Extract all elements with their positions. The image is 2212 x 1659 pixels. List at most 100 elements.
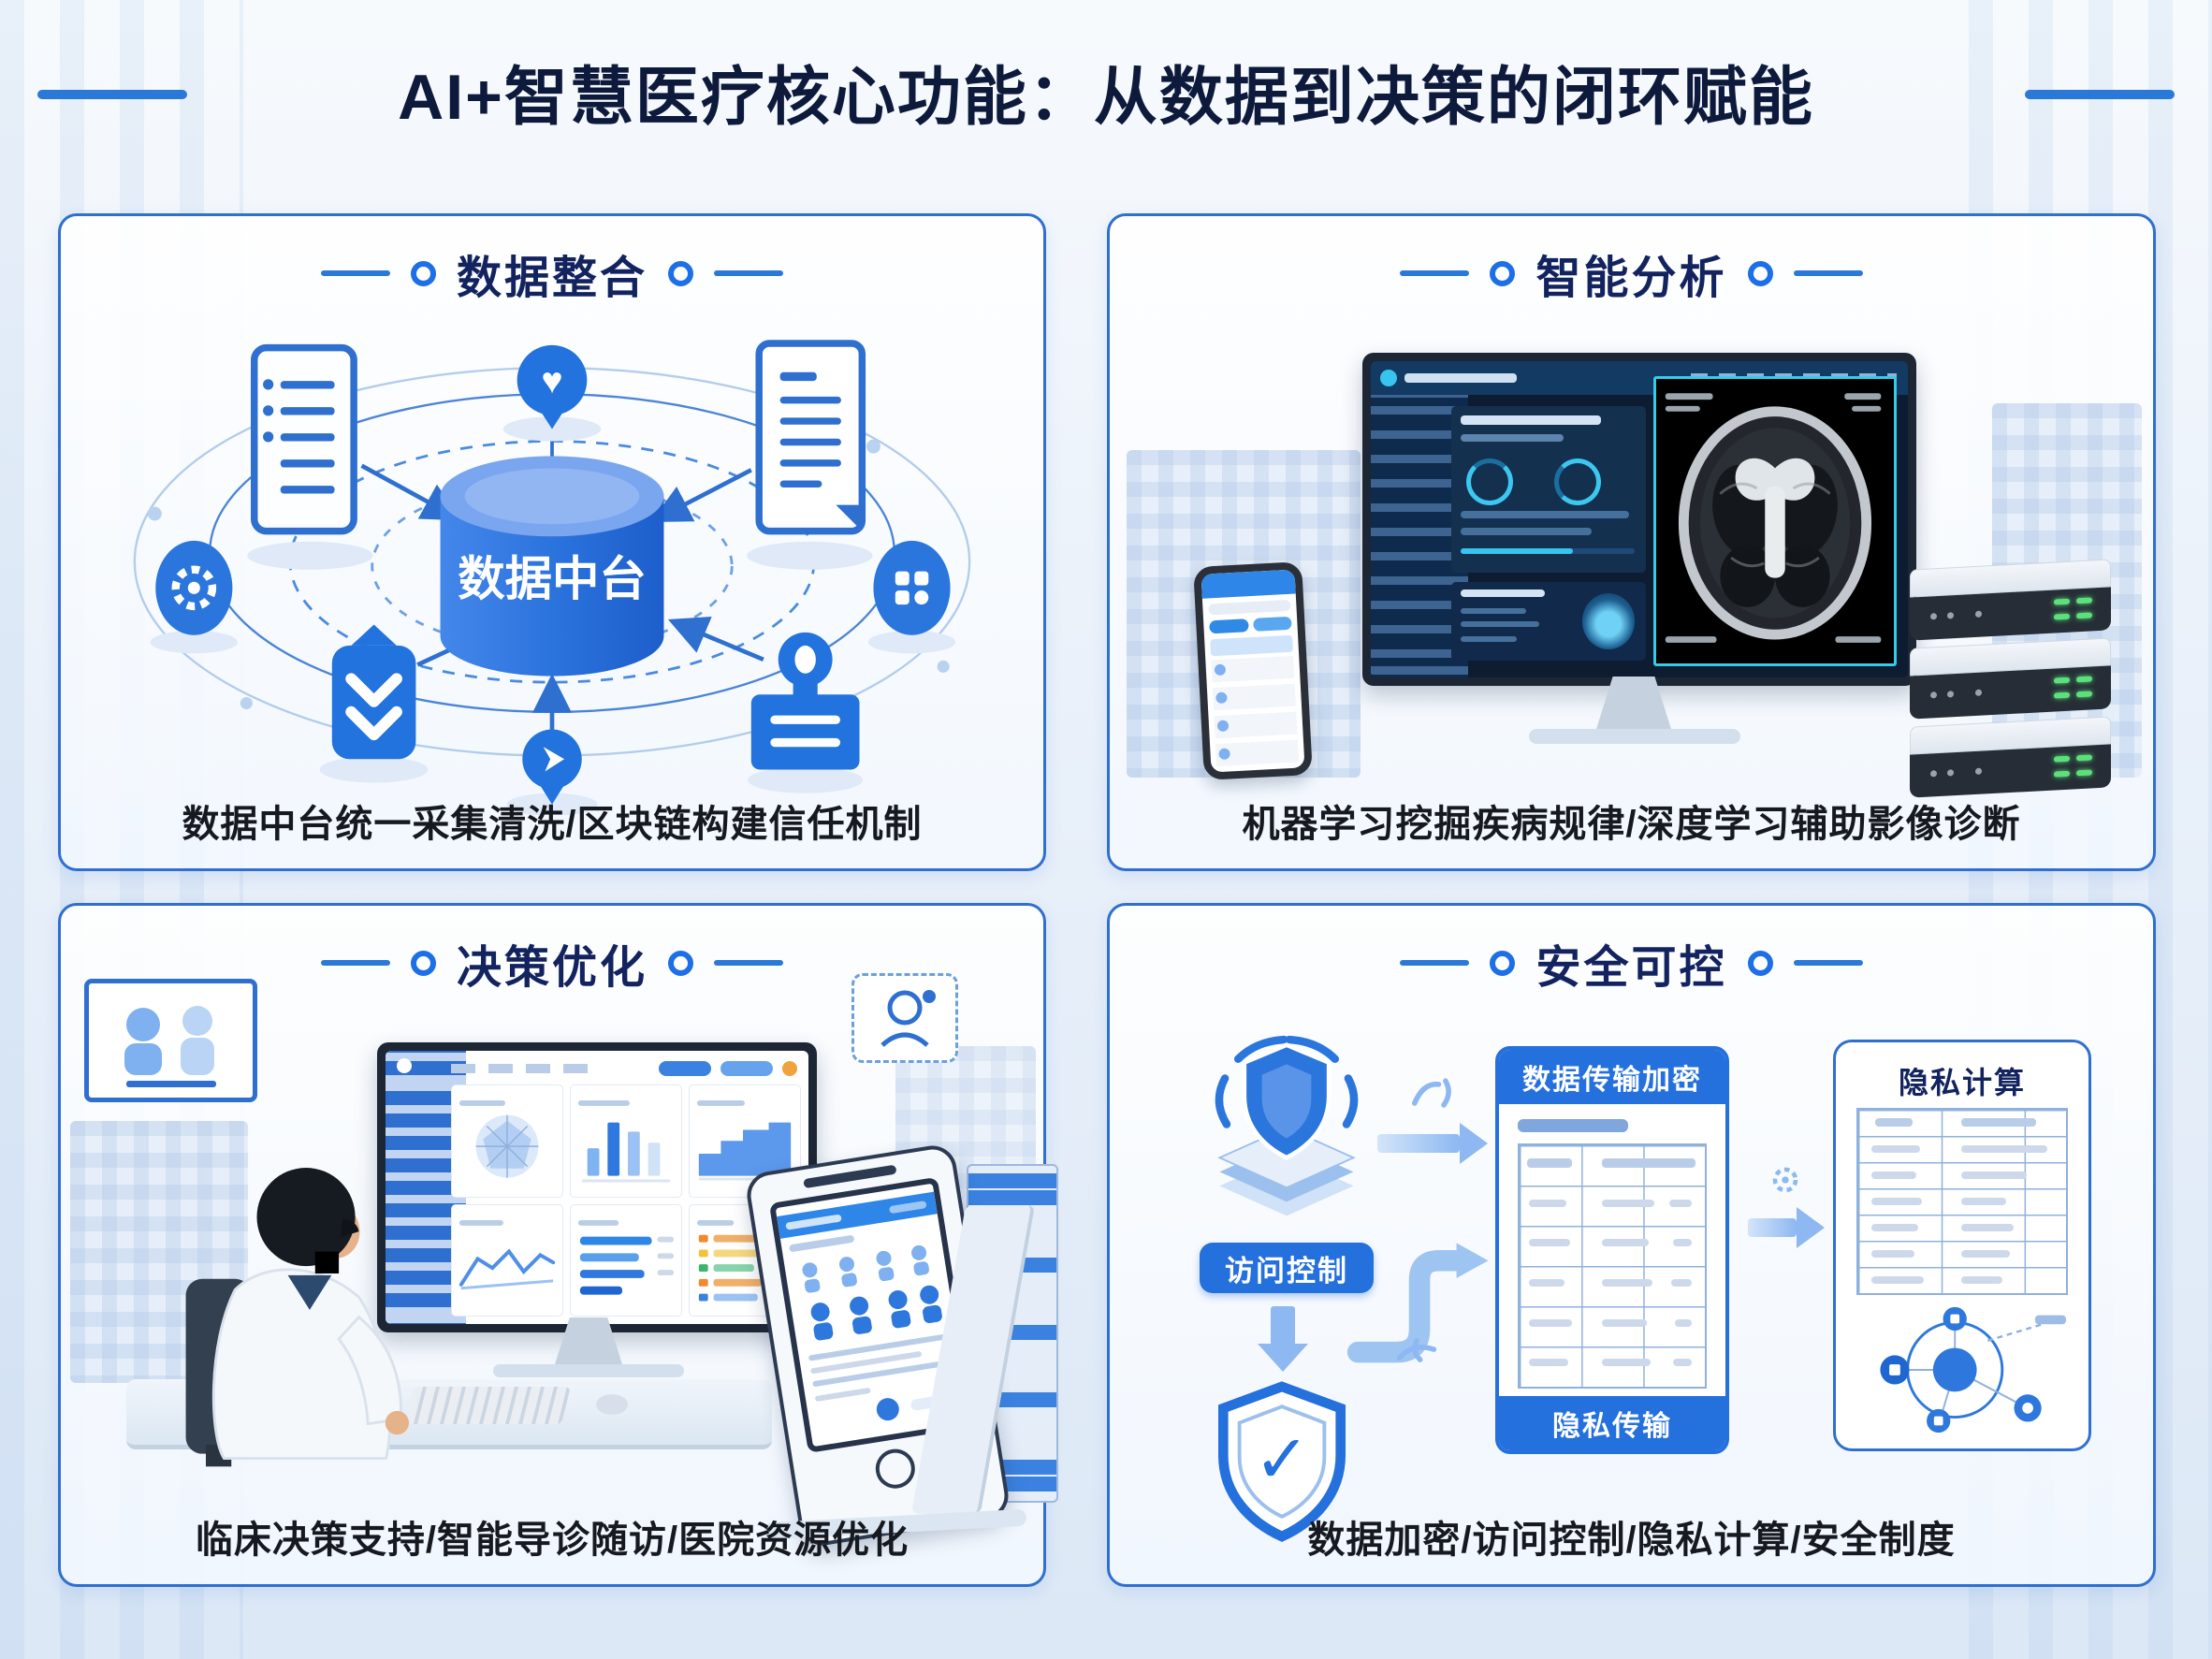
- hand: [385, 1410, 410, 1435]
- server-unit: [1910, 559, 2111, 641]
- central-node: [1932, 1347, 1977, 1392]
- diagnostic-monitor: [1362, 353, 1916, 686]
- panel-security-control: 安全可控 访问控制 ✓: [1107, 903, 2156, 1587]
- dashboard-brain-panel: [1451, 582, 1646, 661]
- encryption-card: 数据传输加密 隐私传输: [1495, 1046, 1729, 1454]
- medical-record-icon: [247, 343, 373, 570]
- header-dot: [1747, 950, 1773, 976]
- bar-chart-card: [570, 1084, 682, 1198]
- data-hub-cylinder: 数据中台: [440, 456, 664, 677]
- kiosk-home-button: [872, 1446, 918, 1492]
- key-scribble-icon: [1396, 1338, 1437, 1362]
- filter-button: [720, 1061, 773, 1076]
- flow-arrow: [1377, 1123, 1488, 1164]
- chart-grid: [451, 1084, 801, 1317]
- arrow-pin-icon: [506, 729, 598, 815]
- download-badge-icon: [319, 624, 429, 783]
- dashboard-topbar: [451, 1056, 801, 1081]
- bell-dot-icon: [923, 990, 936, 1003]
- header-dot: [668, 260, 693, 286]
- header-line: [1793, 270, 1863, 276]
- flow-arrow: [1748, 1207, 1825, 1248]
- shield-layers-icon: [1215, 1035, 1359, 1216]
- header-dot: [1747, 260, 1773, 286]
- gear-icon: [150, 540, 238, 654]
- analytics-monitor: [377, 1042, 817, 1332]
- header-line: [1400, 270, 1470, 276]
- gauge-ring: [1466, 458, 1513, 505]
- monitor-base: [493, 1364, 684, 1377]
- filter-button: [659, 1061, 711, 1076]
- panel-data-integration: 数据整合: [58, 213, 1046, 871]
- panel-header: 数据整合: [61, 240, 1043, 306]
- app-logo: [397, 1058, 412, 1073]
- location-stamp-icon: [748, 632, 864, 793]
- privacy-table: [1856, 1108, 2068, 1295]
- dashboard-patient-panel: [1451, 406, 1646, 573]
- shield-check-icon: ✓: [1217, 1381, 1346, 1542]
- radar-chart-card: [451, 1084, 563, 1198]
- phone-search-bar: [1208, 599, 1291, 616]
- header-dot: [1490, 260, 1516, 286]
- panel-caption: 机器学习挖掘疾病规律/深度学习辅助影像诊断: [1242, 804, 2021, 845]
- ct-scan-viewport: [1653, 376, 1897, 666]
- title-dash-right: [2025, 90, 2175, 99]
- header-dot: [1490, 950, 1516, 976]
- ct-hud-text: [1665, 393, 1882, 643]
- apps-grid-icon: [867, 540, 956, 654]
- server-unit: [1910, 637, 2111, 720]
- mouse: [596, 1394, 628, 1415]
- hbar-list-card: [570, 1203, 682, 1317]
- gear-scribble-icon: [1772, 1167, 1798, 1193]
- doctor-figure: [185, 1168, 410, 1467]
- panel-title: 智能分析: [1535, 254, 1727, 303]
- header-dot: [668, 950, 693, 976]
- down-arrow: [1271, 1306, 1295, 1346]
- monitor-base: [1529, 729, 1740, 744]
- phone-banner: [1210, 634, 1293, 657]
- line-chart-card: [451, 1203, 563, 1317]
- server-unit: [1910, 716, 2111, 798]
- phone-app-header: [1201, 569, 1296, 599]
- avatar: [782, 1061, 797, 1076]
- panel-intelligent-analysis: 智能分析: [1107, 213, 2156, 871]
- header-line: [714, 960, 783, 966]
- panel-header: 安全可控: [1110, 930, 2153, 996]
- encryption-card-title: 数据传输加密: [1499, 1050, 1725, 1104]
- hair: [256, 1168, 356, 1267]
- wall-picture-frame: [84, 979, 257, 1102]
- panel-title: 决策优化: [456, 943, 648, 993]
- header-dot: [410, 950, 436, 976]
- panel-title: 数据整合: [456, 254, 648, 303]
- area-chart-card: [689, 1084, 801, 1198]
- header-line: [1793, 960, 1863, 966]
- access-control-label: 访问控制: [1200, 1243, 1374, 1293]
- data-hub-diagram: 数据中台 ♥: [133, 340, 971, 815]
- table-label-placeholder: [1518, 1119, 1628, 1132]
- glasses: [341, 1218, 359, 1238]
- document-icon: [747, 340, 873, 570]
- header-line: [1400, 960, 1470, 966]
- page-title: AI+智慧医疗核心功能：从数据到决策的闭环赋能: [398, 62, 1814, 133]
- header-line: [320, 270, 390, 276]
- header-line: [714, 270, 783, 276]
- header-dot: [410, 260, 436, 286]
- panel-decision-optimization: 决策优化: [58, 903, 1058, 1587]
- panel-header: 智能分析: [1110, 240, 2153, 306]
- encryption-table: [1518, 1143, 1707, 1389]
- down-arrow-tip: [1258, 1344, 1308, 1372]
- panel-header: 决策优化: [61, 930, 1043, 996]
- data-hub-label: 数据中台: [458, 552, 647, 605]
- encryption-card-footer: 隐私传输: [1499, 1396, 1725, 1450]
- phone-list: [1211, 655, 1300, 767]
- privacy-card: 隐私计算: [1833, 1040, 2091, 1451]
- kiosk-confirm-button: [876, 1398, 899, 1421]
- panel-caption: 临床决策支持/智能导诊随访/医院资源优化: [195, 1520, 910, 1561]
- panel-caption: 数据中台统一采集清洗/区块链构建信任机制: [182, 804, 923, 845]
- header-line: [320, 960, 390, 966]
- health-app-phone: [1193, 561, 1313, 780]
- gauge-ring: [1554, 458, 1601, 505]
- heart-pin-icon: ♥: [502, 344, 602, 442]
- notification-badge: [851, 973, 958, 1063]
